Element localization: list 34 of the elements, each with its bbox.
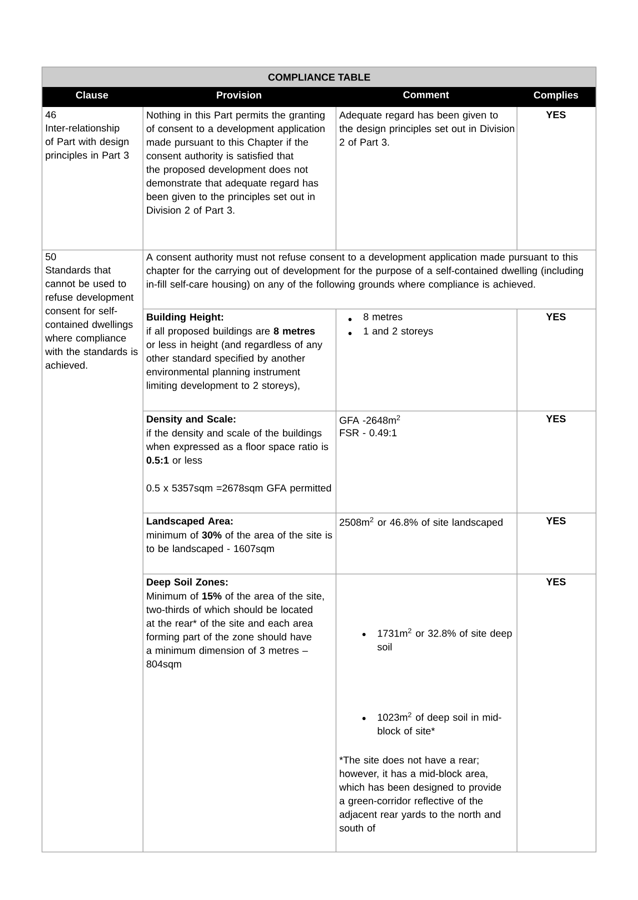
table-cell-text: Adequate regard has been given to the design principles set out in Division 2 of Part 3. [339, 111, 514, 146]
table-cell-text: if all proposed buildings are 8 metres or less in height (and regardless of any other standard specified by another environmental planning instrument limiting development to 2 storeys), [146, 327, 322, 391]
bullet-item: 1023m$^{2}$ of deep soil in mid-block of site* [362, 712, 502, 734]
yes-mark: YES [546, 111, 566, 118]
bullet-item: 1 and 2 storeys [348, 327, 433, 337]
table-cell-text: FSR - 0.49:1 [340, 429, 397, 436]
yes-mark: YES [546, 415, 566, 422]
table-cell-text: minimum of 30% of the area of the site is to be landscaped - 1607sqm [146, 531, 332, 554]
column-header: Comment [403, 91, 449, 98]
yes-mark: YES [546, 313, 566, 320]
table-cell-text: 46 [45, 111, 56, 118]
column-header: Complies [534, 91, 578, 101]
table-cell-text: 2508m$^{2}$ or 46.8% of site landscaped [340, 517, 502, 528]
table-cell-text: if the density and scale of the buildings when expressed as a floor space ratio is 0.5:1 or less [146, 429, 328, 464]
cell-heading: Building Height: [146, 313, 223, 323]
cell-heading: Density and Scale: [146, 415, 236, 425]
table-cell-text: Inter-relationship of Part with design principles in Part 3 [46, 124, 129, 161]
column-header: Clause [76, 91, 108, 99]
table-cell-text: 0.5 x 5357sqm =2678sqm GFA permitted [146, 484, 331, 494]
title-bar: COMPLIANCE TABLE [42, 67, 596, 88]
bullet-item: 1731m$^{2}$ or 32.8% of site deep soil [362, 628, 512, 650]
table-cell-text: *The site does not have a rear; however, it has a mid-block area, which has been designed to provide a green-corridor reflective of the adjacent rear yards to the north and south of [339, 756, 502, 832]
table-cell-text: A consent authority must not refuse consent to a development application made pursuant to this chapter for the carrying out of development for the purpose of a self-contained dwelling (including in-fill self-care housing) on any of the following grounds where compliance is achieved. [146, 253, 583, 290]
bullet-item: 8 metres [348, 313, 402, 322]
cell-heading: Landscaped Area: [146, 517, 232, 527]
table-cell-text: Standards that cannot be used to refuse development consent for self-contained dwellings where compliance with the standards is achieved. [45, 266, 138, 369]
cell-heading: Deep Soil Zones: [146, 578, 228, 588]
yes-mark: YES [546, 517, 566, 524]
yes-mark: YES [546, 578, 566, 586]
table-cell-text: Nothing in this Part permits the granting of consent to a development application made pursuant to this Chapter if the consent authority is satisfied that the proposed development does not demonstrate that adequate regard has been given to the principles set out in Division 2 of Part 3. [146, 111, 325, 214]
column-header: Provision [216, 91, 262, 99]
table-cell-text: GFA -2648m$^{2}$ [340, 415, 400, 424]
table-cell-text: Minimum of 15% of the area of the site, two-thirds of which should be located at the rear* of the site and each area forming part of the zone should have a minimum dimension of 3 metres – 804sqm [146, 592, 324, 670]
table-cell-text: 50 [46, 253, 56, 260]
